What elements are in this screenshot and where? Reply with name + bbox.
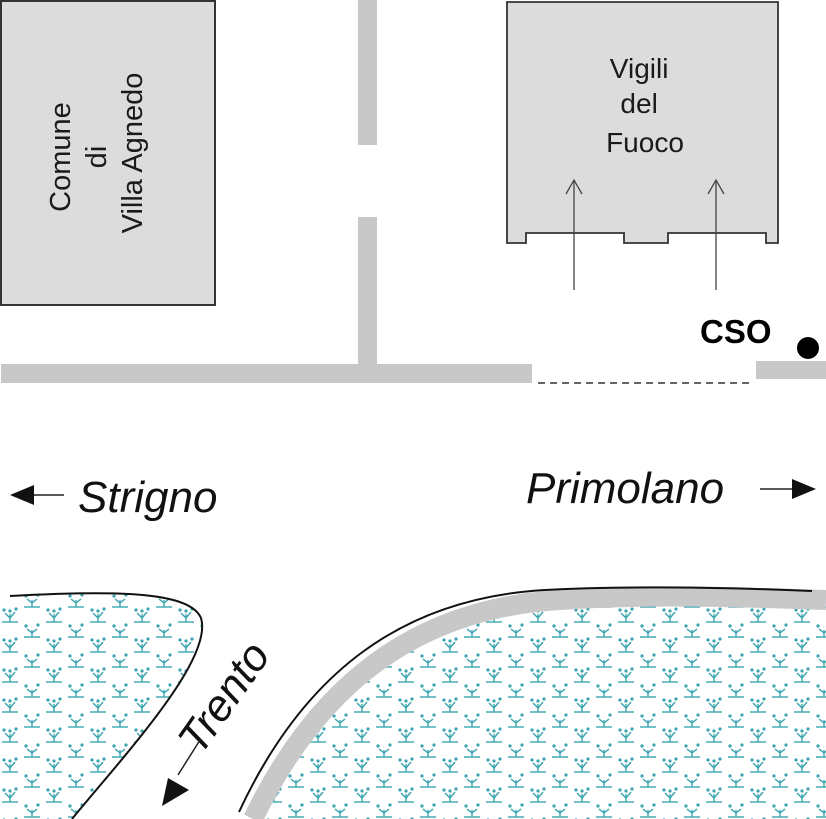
town-hall-label-line-1: Comune (45, 102, 77, 212)
entrance-arrow-left (565, 178, 583, 290)
strigno-label: Strigno (78, 473, 217, 522)
town-hall-label-line-2: di (81, 146, 113, 169)
svg-text:Comune di Villa Ag: Comune di Villa Agnedo (45, 73, 149, 234)
svg-text:Vigili del Fuoco: Vigili del Fuoco (606, 53, 684, 158)
roads (1, 0, 826, 383)
main-road-west (1, 364, 532, 383)
cso-point (797, 337, 819, 359)
vegetation-area-right (238, 586, 826, 819)
arrow-right-icon (792, 479, 816, 499)
cso-label: CSO (700, 313, 772, 350)
town-hall-building: Comune di Villa Agnedo (0, 0, 216, 306)
fire-station-label-line-2: del (620, 88, 657, 119)
fire-station-label-line-3: Fuoco (606, 127, 684, 158)
vegetation-area-left (0, 592, 204, 819)
primolano-label: Primolano (526, 464, 724, 513)
direction-primolano: Primolano (526, 464, 816, 513)
fire-station-building: Vigili del Fuoco (506, 1, 779, 244)
side-road-north-upper (358, 0, 377, 145)
fire-station-label-line-1: Vigili (610, 53, 669, 84)
cso-marker: CSO (700, 313, 819, 359)
direction-strigno: Strigno (10, 473, 217, 522)
main-road-east (756, 361, 826, 379)
side-road-north-lower (358, 217, 377, 367)
curved-road-trento (243, 586, 826, 819)
arrow-down-left-icon (162, 778, 189, 806)
town-hall-label-line-3: Villa Agnedo (117, 73, 149, 234)
entrance-arrow-right (707, 178, 725, 290)
arrow-left-icon (10, 485, 34, 505)
